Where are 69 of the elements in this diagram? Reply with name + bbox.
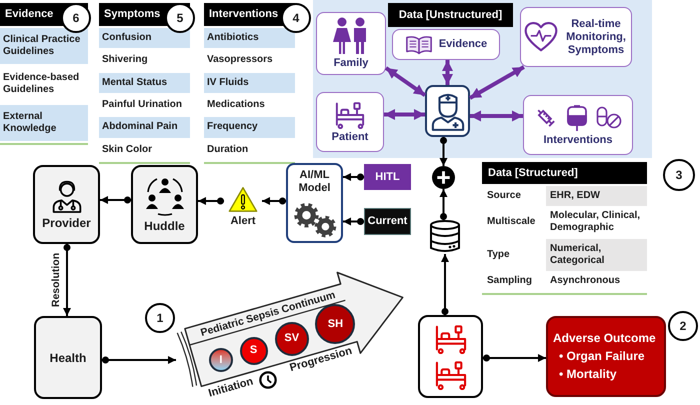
data-table: [482, 162, 647, 295]
input-tag: Current: [364, 208, 411, 235]
table-row: Clinical Practice Guidelines: [0, 28, 88, 64]
table-row: Confusion: [99, 28, 190, 48]
table-row: External Knowledge: [0, 104, 88, 141]
bullet-item: • Organ Failure: [558, 348, 646, 365]
box-heading: Adverse Outcome: [553, 330, 657, 347]
row-value: EHR, EDW: [546, 186, 647, 206]
row-value: Numerical, Categorical: [546, 239, 647, 270]
double-arrow: [469, 65, 525, 100]
table-row: Frequency: [204, 117, 295, 138]
callout-number: 2: [668, 311, 698, 341]
arrow: [100, 196, 131, 204]
double-arrow: [470, 110, 523, 122]
model-box: [286, 163, 343, 243]
arrow: [343, 173, 364, 181]
box-label: Provider: [42, 216, 91, 230]
arrow: [483, 354, 546, 362]
card-label: Evidence: [438, 38, 488, 51]
row-label: Type: [486, 248, 511, 262]
row-label: Sampling: [486, 274, 534, 288]
card-label: Interventions: [543, 134, 613, 146]
row-label: Multiscale: [486, 215, 536, 230]
arrow: [198, 197, 224, 205]
plus-circle-icon: [432, 166, 455, 189]
picture-box: [425, 85, 470, 137]
box-label: Health: [50, 350, 86, 364]
source-card: [316, 92, 384, 152]
phase-label: Initiation: [207, 376, 255, 401]
source-card: [392, 29, 500, 60]
card-label: Patient: [332, 130, 368, 144]
bullet-item: • Mortality: [558, 366, 618, 383]
process-box: [34, 316, 102, 399]
callout-number: 4: [281, 3, 311, 33]
table-header: Data [Structured]: [482, 162, 647, 184]
arrow: [262, 197, 286, 205]
source-card: [316, 12, 386, 75]
process-box: [33, 165, 100, 244]
card-label: Family: [334, 57, 368, 70]
double-arrow: [384, 109, 425, 120]
double-arrow: [442, 60, 453, 85]
table-row: Abdominal Pain: [99, 117, 190, 138]
arrow: [343, 218, 364, 226]
process-box: [131, 165, 198, 244]
arrow: [440, 189, 448, 220]
arrow: [102, 356, 176, 364]
data-panel: [313, 0, 652, 158]
box-label: Huddle: [144, 219, 185, 233]
outcome-box: [546, 316, 666, 397]
callout-number: 1: [145, 303, 175, 333]
table-row: Antibiotics: [204, 28, 295, 48]
edge-label: Resolution: [50, 252, 62, 308]
double-arrow: [384, 66, 426, 97]
row-label: Source: [486, 188, 522, 203]
picture-box: [418, 315, 483, 398]
source-card: [520, 7, 632, 67]
database-icon: [429, 220, 461, 254]
table-row: Mental Status: [99, 72, 190, 93]
arrow: [63, 244, 71, 316]
callout-number: 3: [663, 159, 695, 191]
source-card: [523, 95, 633, 155]
panel-header: Data [Unstructured]: [388, 3, 513, 27]
arrow: [440, 137, 448, 166]
arrow: [441, 254, 449, 315]
card-label: Real-time Monitoring, Symptoms: [565, 18, 627, 56]
input-tag: HITL: [364, 164, 411, 190]
box-label: AI/ML Model: [298, 169, 332, 195]
alert-label: Alert: [230, 215, 256, 228]
table-row: IV Fluids: [204, 72, 295, 93]
